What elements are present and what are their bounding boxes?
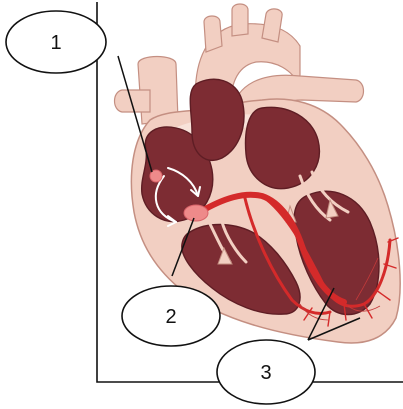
label-3-text: 3 xyxy=(260,362,271,384)
label-3: 3 xyxy=(217,340,315,404)
left-vein xyxy=(115,90,151,112)
label-2-text: 2 xyxy=(165,306,176,328)
label-1: 1 xyxy=(6,11,106,73)
label-2: 2 xyxy=(122,286,220,346)
aortic-branch-3 xyxy=(262,9,282,42)
aortic-branch-1 xyxy=(204,16,222,52)
label-1-text: 1 xyxy=(50,32,61,54)
av-node xyxy=(184,205,208,221)
aortic-branch-2 xyxy=(232,4,248,36)
